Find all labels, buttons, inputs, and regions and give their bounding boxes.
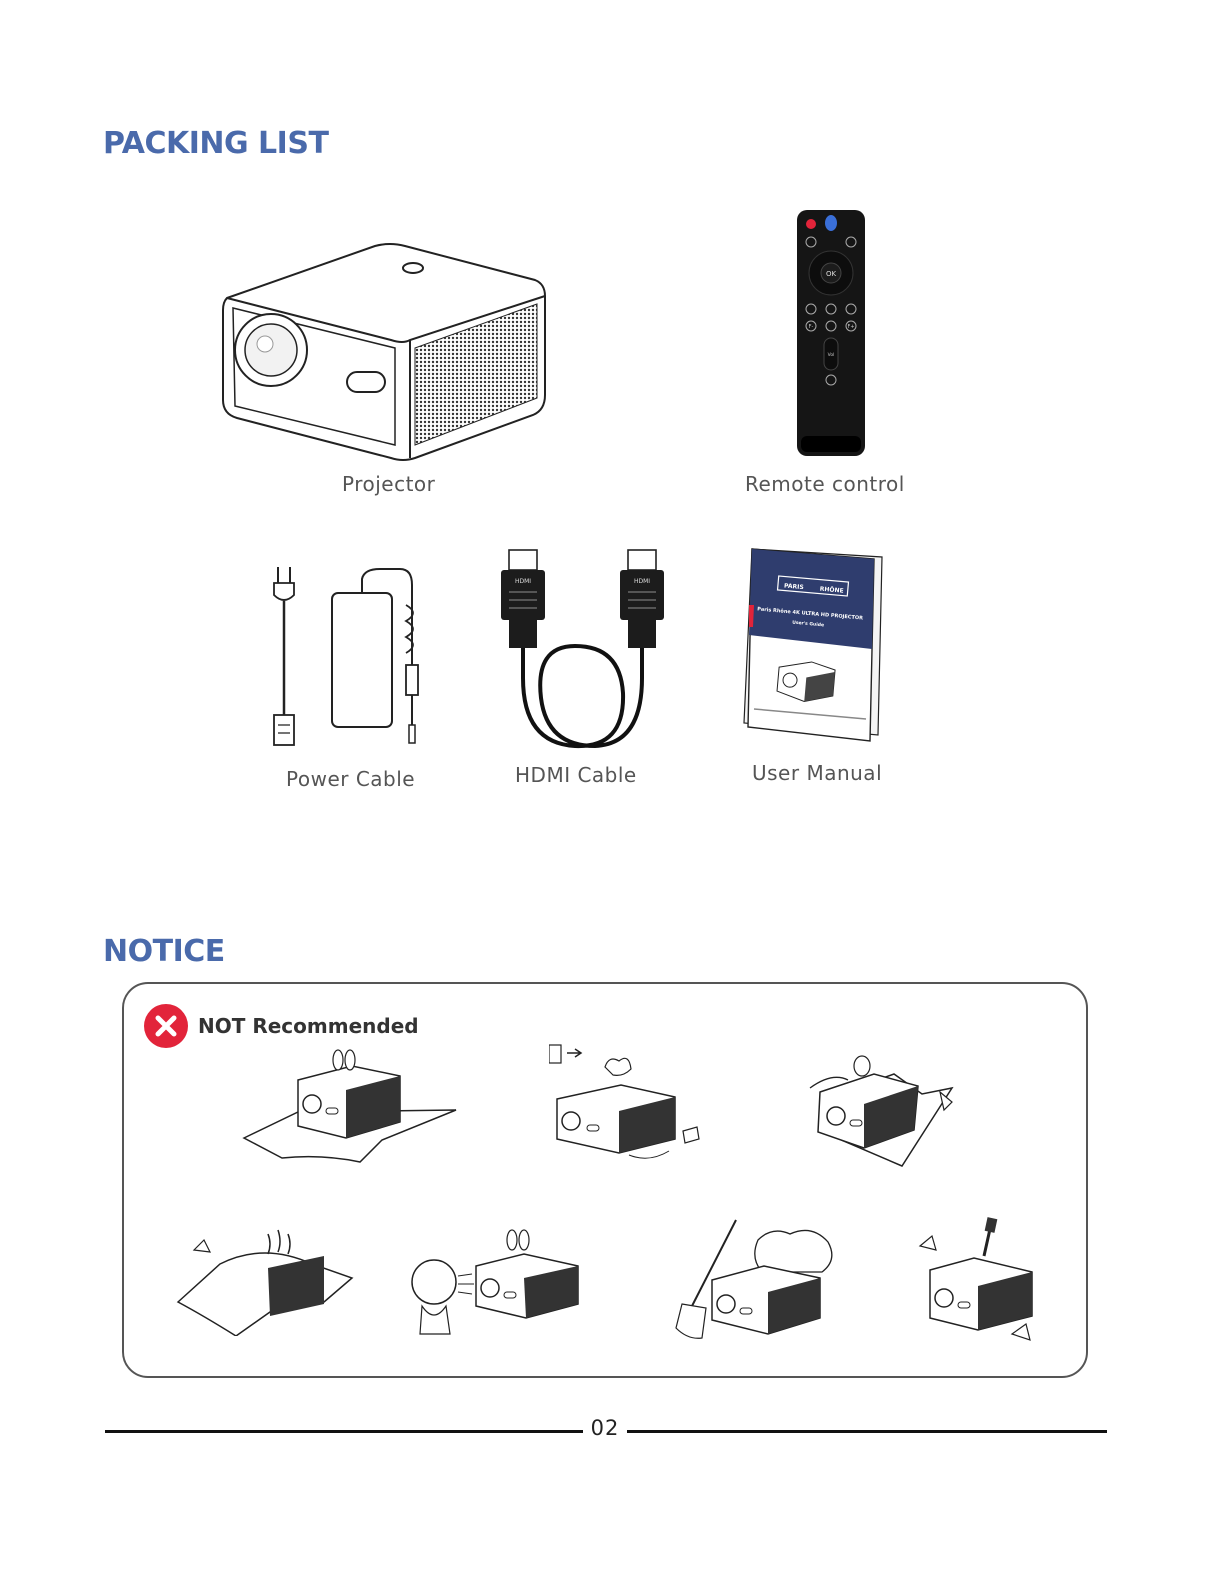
projector-caption: Projector <box>342 472 435 496</box>
remote-f-minus-label: F- <box>809 324 814 330</box>
not-recommended-label: NOT Recommended <box>198 1014 419 1038</box>
scene-blocked-vents-icon <box>406 1220 586 1340</box>
notice-heading: NOTICE <box>103 934 225 969</box>
user-manual-illustration: PARIS RHÔNE Paris Rhône 4K ULTRA HD PROJ… <box>742 545 892 750</box>
remote-control-illustration: OK F- F+ Vol <box>795 208 867 458</box>
scene-covered-icon <box>174 1224 354 1336</box>
remote-vol-label: Vol <box>828 352 835 358</box>
page-number: 02 <box>585 1416 625 1440</box>
projector-illustration <box>215 240 555 465</box>
remote-ok-label: OK <box>826 270 837 278</box>
scene-disassembly-icon <box>912 1216 1042 1346</box>
remote-f-plus-label: F+ <box>847 324 854 330</box>
not-recommended-banner: NOT Recommended <box>144 1004 419 1048</box>
scene-tilted-surface-icon <box>802 1044 972 1169</box>
scene-liquid-spill-icon <box>549 1039 709 1169</box>
x-circle-icon <box>144 1004 188 1048</box>
power-cable-illustration <box>270 565 440 755</box>
scene-dusty-environment-icon <box>672 1216 842 1346</box>
footer-rule-left <box>105 1430 583 1433</box>
hdmi-cable-illustration: HDMI HDMI <box>495 548 670 753</box>
footer-rule-right <box>627 1430 1107 1433</box>
hdmi-cable-caption: HDMI Cable <box>515 763 637 787</box>
remote-control-caption: Remote control <box>745 472 905 496</box>
hdmi-plug-right-label: HDMI <box>634 578 650 585</box>
scene-on-soft-surface-icon <box>242 1046 462 1168</box>
power-cable-caption: Power Cable <box>286 767 415 791</box>
user-manual-caption: User Manual <box>752 761 882 785</box>
notice-box: NOT Recommended <box>122 982 1088 1378</box>
packing-list-heading: PACKING LIST <box>103 126 328 161</box>
hdmi-plug-left-label: HDMI <box>515 578 531 585</box>
